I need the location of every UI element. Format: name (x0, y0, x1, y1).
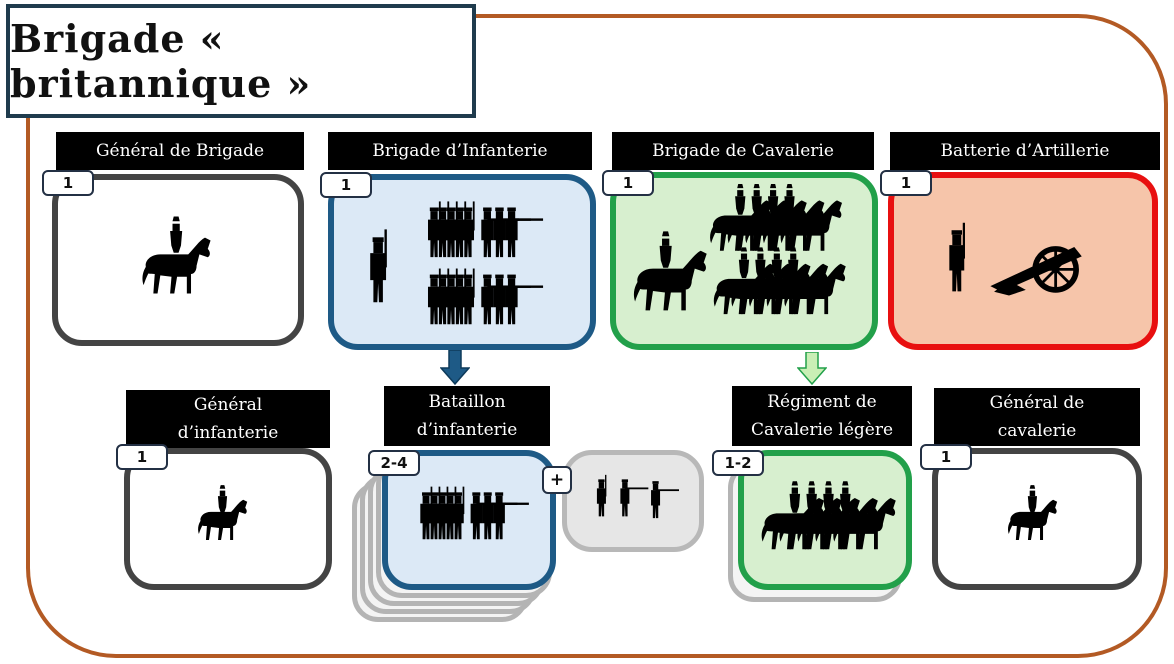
skirmishers-icon (596, 474, 679, 519)
label-line: d’infanterie (177, 423, 279, 443)
card-brigade-cavalerie[interactable] (610, 172, 878, 350)
light-cavalry-icon (761, 481, 896, 550)
card-brigade-infanterie[interactable] (328, 174, 596, 350)
label-regiment-cavalerie-legere: Régiment de Cavalerie légère (732, 386, 912, 446)
label-general-cavalerie: Général de cavalerie (934, 388, 1140, 446)
label-brigade-cavalerie: Brigade de Cavalerie (612, 132, 874, 170)
plus-icon: + (542, 466, 572, 494)
label-line: Cavalerie légère (750, 420, 894, 440)
label-line: Général (193, 395, 263, 415)
card-general-de-brigade[interactable] (52, 174, 304, 346)
label-line: cavalerie (997, 421, 1077, 441)
label-general-infanterie: Général d’infanterie (126, 390, 330, 448)
card-batterie-artillerie[interactable] (888, 172, 1158, 350)
card-general-infanterie[interactable] (124, 448, 332, 590)
count-badge-batterie-artillerie: 1 (880, 170, 932, 196)
arrow-down-icon (797, 352, 827, 386)
cavalry-brigade-icon (633, 183, 846, 315)
count-badge-regiment-cavalerie: 1-2 (712, 450, 764, 476)
count-badge-bataillon-infanterie: 2-4 (368, 450, 420, 476)
label-line: Général de (989, 393, 1085, 413)
card-skirmishers[interactable] (562, 450, 704, 552)
page-title: Brigade « britannique » (10, 16, 312, 106)
infantry-brigade-icon (370, 201, 544, 325)
label-line: d’infanterie (416, 420, 518, 440)
count-badge-brigade-infanterie: 1 (320, 172, 372, 198)
label-batterie-artillerie: Batterie d’Artillerie (890, 132, 1160, 170)
general-on-horse-icon (198, 485, 248, 541)
count-badge-general-cavalerie: 1 (920, 444, 972, 470)
count-badge-general-infanterie: 1 (116, 444, 168, 470)
label-brigade-infanterie: Brigade d’Infanterie (328, 132, 592, 170)
card-general-cavalerie[interactable] (932, 448, 1142, 590)
general-on-horse-icon (142, 216, 211, 294)
count-badge-general-de-brigade: 1 (42, 170, 94, 196)
arrow-down-icon (440, 350, 470, 386)
card-regiment-cavalerie-legere[interactable] (738, 450, 912, 590)
artillery-battery-icon (949, 222, 1082, 296)
count-badge-brigade-cavalerie: 1 (602, 170, 654, 196)
label-general-de-brigade: Général de Brigade (56, 132, 304, 170)
general-on-horse-icon (1008, 485, 1058, 541)
title-box: Brigade « britannique » (6, 4, 476, 118)
label-line: Régiment de (767, 392, 877, 412)
label-bataillon-infanterie: Bataillon d’infanterie (384, 386, 550, 446)
label-line: Bataillon (428, 392, 506, 412)
